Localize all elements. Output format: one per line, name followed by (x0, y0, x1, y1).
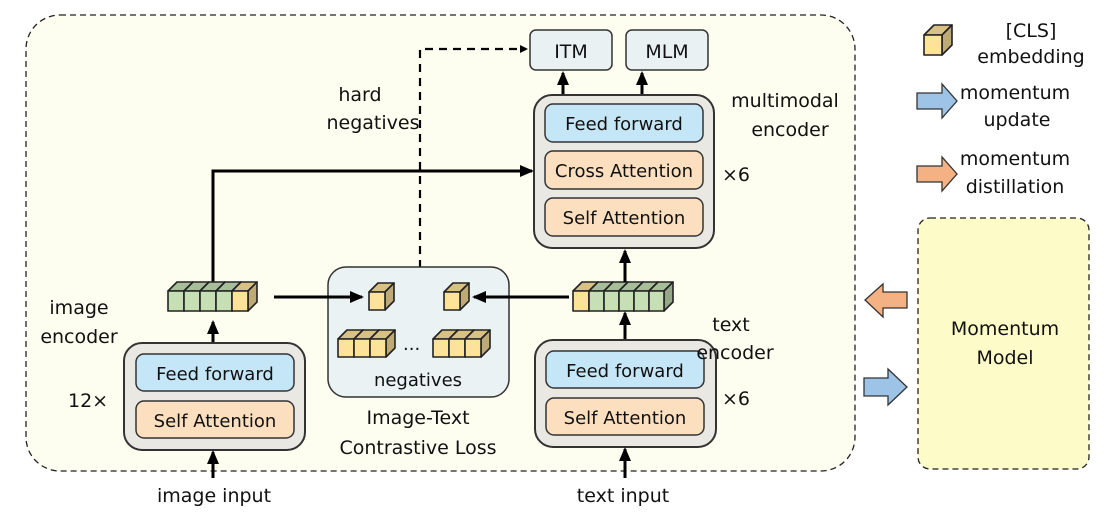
itc-text-cls-cube (443, 282, 470, 311)
itc-cls-cubes (337, 282, 491, 358)
legend-cube (923, 24, 953, 56)
multimodal-encoder-repeat: ×6 (722, 164, 750, 186)
text-embedding-tokens (572, 281, 674, 312)
mm-feed-forward-block (544, 103, 704, 143)
itc-box: ... negatives (327, 266, 510, 398)
negatives-ellipsis: ... (403, 334, 420, 355)
mm-self-attention-label: Self Attention (563, 208, 686, 229)
legend-cls-cube-icon (923, 24, 953, 56)
legend-update-label-2: update (984, 109, 1051, 131)
image-cls-token (231, 281, 258, 312)
txt-self-attention-block (545, 397, 705, 436)
legend-update-label-1: momentum (960, 82, 1070, 104)
txt-self-attention-label: Self Attention (564, 408, 687, 429)
txt-feed-forward-label: Feed forward (566, 361, 684, 382)
legend-distill-label-2: distillation (966, 176, 1065, 198)
hard-negatives-label-1: hard (338, 84, 381, 106)
itc-caption-2: Contrastive Loss (339, 437, 496, 459)
mlm-head: MLM (625, 29, 709, 71)
momentum-model-box (917, 217, 1090, 470)
image-encoder-repeat: 12× (68, 390, 108, 412)
text-encoder-label-1: text (712, 314, 750, 336)
mm-cross-attention-block (544, 150, 704, 190)
momentum-distillation-arrow-icon (864, 282, 908, 319)
negatives-label: negatives (374, 370, 462, 391)
image-to-cross-attention-arrow (211, 165, 534, 287)
image-encoder-label-2: encoder (40, 326, 118, 348)
mm-cross-attention-label: Cross Attention (555, 161, 693, 182)
text-encoder-label-2: encoder (696, 342, 774, 364)
legend-cls-label-2: embedding (977, 46, 1084, 68)
text-encoder: Feed forward Self Attention (534, 339, 717, 448)
img-feed-forward-block (135, 353, 295, 392)
momentum-model-label-1: Momentum (951, 318, 1059, 340)
itm-head: ITM (529, 29, 613, 71)
momentum-update-arrow-icon (863, 367, 908, 407)
legend-distill-label-1: momentum (960, 148, 1070, 170)
multimodal-encoder-label-2: encoder (751, 119, 829, 141)
negative-image-cube (369, 329, 396, 358)
img-feed-forward-label: Feed forward (156, 364, 274, 385)
negative-text-cube (464, 329, 491, 358)
image-input-label: image input (157, 485, 271, 507)
image-embedding-tokens (167, 281, 258, 312)
hard-negatives-label-2: negatives (327, 112, 420, 134)
itm-label: ITM (554, 41, 588, 63)
mlm-label: MLM (645, 41, 688, 63)
itc-caption-1: Image-Text (366, 407, 469, 429)
img-self-attention-label: Self Attention (154, 411, 277, 432)
mm-self-attention-block (544, 197, 704, 237)
legend-distill-arrow-icon (916, 155, 958, 193)
mm-feed-forward-label: Feed forward (565, 114, 683, 135)
img-self-attention-block (135, 400, 295, 439)
legend-update-arrow-icon (916, 82, 958, 120)
text-token (648, 281, 674, 312)
legend-cls-label-1: [CLS] (1006, 20, 1057, 42)
itc-image-cls-cube (368, 282, 395, 311)
text-encoder-repeat: ×6 (722, 388, 750, 410)
txt-feed-forward-block (545, 350, 705, 389)
multimodal-encoder: Feed forward Cross Attention Self Attent… (533, 94, 715, 249)
hard-negatives-arrow (418, 45, 528, 268)
image-encoder: Feed forward Self Attention (123, 342, 306, 451)
momentum-model-label-2: Model (976, 347, 1033, 369)
text-input-label: text input (577, 485, 669, 507)
image-encoder-label-1: image (49, 297, 108, 319)
multimodal-encoder-label-1: multimodal (731, 90, 839, 112)
